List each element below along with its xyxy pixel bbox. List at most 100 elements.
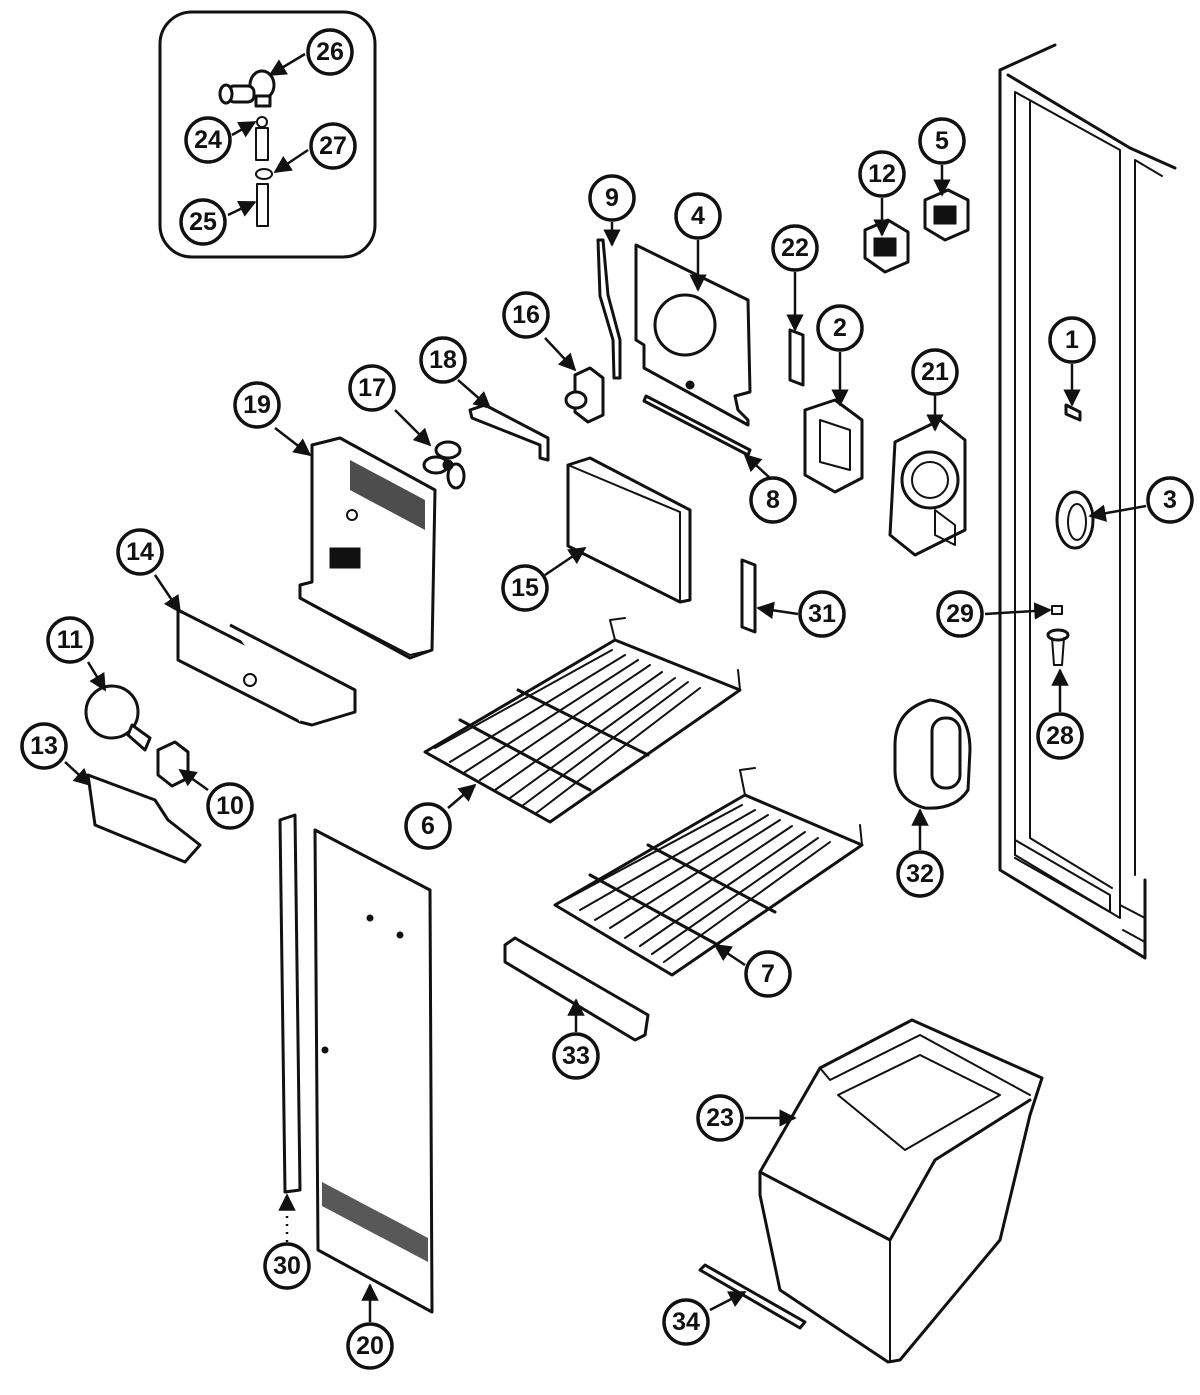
svg-text:27: 27 xyxy=(319,132,347,160)
callout-11: 11 xyxy=(46,616,94,664)
svg-text:31: 31 xyxy=(808,600,836,628)
part-6-wire-shelf xyxy=(423,617,742,824)
callout-24: 24 xyxy=(184,116,232,164)
part-30-trim-strip xyxy=(278,813,302,1194)
part-24-25-27-tube-fittings xyxy=(255,116,273,227)
svg-text:20: 20 xyxy=(356,1332,384,1360)
svg-text:3: 3 xyxy=(1163,486,1177,514)
callout-34: 34 xyxy=(662,1298,710,1346)
part-18-bracket xyxy=(468,403,550,462)
svg-text:5: 5 xyxy=(935,127,949,155)
callout-23: 23 xyxy=(696,1094,744,1142)
callout-5: 5 xyxy=(918,117,966,165)
svg-text:24: 24 xyxy=(194,126,222,154)
svg-text:8: 8 xyxy=(766,486,780,514)
svg-text:2: 2 xyxy=(833,314,847,342)
callout-8: 8 xyxy=(749,476,797,524)
callout-31: 31 xyxy=(798,590,846,638)
part-11-light-bulb xyxy=(84,684,152,752)
callout-10: 10 xyxy=(206,782,254,830)
svg-text:4: 4 xyxy=(691,202,705,230)
callout-17: 17 xyxy=(348,364,396,412)
callout-4: 4 xyxy=(674,192,722,240)
callout-19: 19 xyxy=(233,381,281,429)
part-31-bracket xyxy=(740,558,757,634)
cabinet-liner xyxy=(998,43,1177,960)
svg-text:26: 26 xyxy=(316,38,344,66)
part-14-light-bracket xyxy=(176,608,357,727)
callout-27: 27 xyxy=(309,122,357,170)
callout-1: 1 xyxy=(1048,316,1096,364)
part-34-strip xyxy=(698,1263,807,1330)
part-23-ice-bin xyxy=(758,1018,1044,1364)
callout-33: 33 xyxy=(552,1032,600,1080)
part-15-panel xyxy=(566,456,692,604)
callout-32: 32 xyxy=(896,850,944,898)
svg-text:23: 23 xyxy=(706,1104,734,1132)
svg-text:29: 29 xyxy=(946,600,974,628)
svg-text:7: 7 xyxy=(761,960,775,988)
part-1-screw xyxy=(1064,403,1082,422)
part-3-grommet xyxy=(1055,490,1095,550)
svg-text:11: 11 xyxy=(57,626,84,654)
callout-22: 22 xyxy=(771,224,819,272)
callout-bubbles: 1 2 3 4 5 6 7 8 9 10 11 12 13 14 15 16 1… xyxy=(20,28,1194,1370)
svg-text:16: 16 xyxy=(512,301,540,329)
callout-12: 12 xyxy=(858,150,906,198)
callout-9: 9 xyxy=(588,174,636,222)
part-17-fan-blade xyxy=(422,440,466,490)
svg-text:9: 9 xyxy=(605,184,619,212)
callout-2: 2 xyxy=(816,304,864,352)
svg-text:10: 10 xyxy=(216,792,244,820)
svg-text:21: 21 xyxy=(921,358,949,386)
part-5-switch xyxy=(923,188,970,242)
part-22-bracket xyxy=(788,328,805,387)
part-4-evaporator-cover xyxy=(634,243,752,427)
callout-3: 3 xyxy=(1146,476,1194,524)
svg-text:18: 18 xyxy=(429,346,457,374)
svg-text:33: 33 xyxy=(562,1042,590,1070)
svg-text:30: 30 xyxy=(273,1252,301,1280)
svg-text:22: 22 xyxy=(781,234,809,262)
svg-text:15: 15 xyxy=(511,574,539,602)
callout-15: 15 xyxy=(501,564,549,612)
inset-detail-box xyxy=(158,10,377,259)
part-19-air-duct-cover xyxy=(298,436,437,660)
svg-text:12: 12 xyxy=(868,160,896,188)
callout-29: 29 xyxy=(936,590,984,638)
part-7-wire-shelf xyxy=(553,767,864,977)
part-28-bushing xyxy=(1046,628,1070,666)
callout-13: 13 xyxy=(20,722,68,770)
svg-text:17: 17 xyxy=(358,374,386,402)
part-2-housing xyxy=(803,398,864,494)
callout-16: 16 xyxy=(502,291,550,339)
callout-18: 18 xyxy=(419,336,467,384)
part-10-socket xyxy=(156,740,190,788)
part-21-fan-shroud xyxy=(888,418,967,557)
svg-text:1: 1 xyxy=(1065,326,1079,354)
callout-14: 14 xyxy=(116,528,164,576)
svg-text:14: 14 xyxy=(126,538,154,566)
callout-25: 25 xyxy=(179,198,227,246)
svg-text:28: 28 xyxy=(1046,722,1074,750)
leader-lines xyxy=(64,52,1147,1322)
callout-7: 7 xyxy=(744,950,792,998)
part-20-rear-panel xyxy=(313,828,434,1314)
svg-text:25: 25 xyxy=(189,208,217,236)
callout-30: 30 xyxy=(263,1242,311,1290)
part-29-screw xyxy=(1051,605,1063,615)
part-9-rod xyxy=(596,238,622,380)
callout-20: 20 xyxy=(346,1322,394,1370)
callout-21: 21 xyxy=(911,348,959,396)
svg-text:19: 19 xyxy=(243,391,271,419)
svg-text:32: 32 xyxy=(906,860,934,888)
svg-text:6: 6 xyxy=(421,812,435,840)
part-32-light-cover xyxy=(893,698,972,810)
svg-text:13: 13 xyxy=(30,732,58,760)
callout-26: 26 xyxy=(306,28,354,76)
part-33-trim xyxy=(503,936,650,1042)
callout-6: 6 xyxy=(404,802,452,850)
part-16-motor xyxy=(564,366,605,424)
callout-28: 28 xyxy=(1036,712,1084,760)
